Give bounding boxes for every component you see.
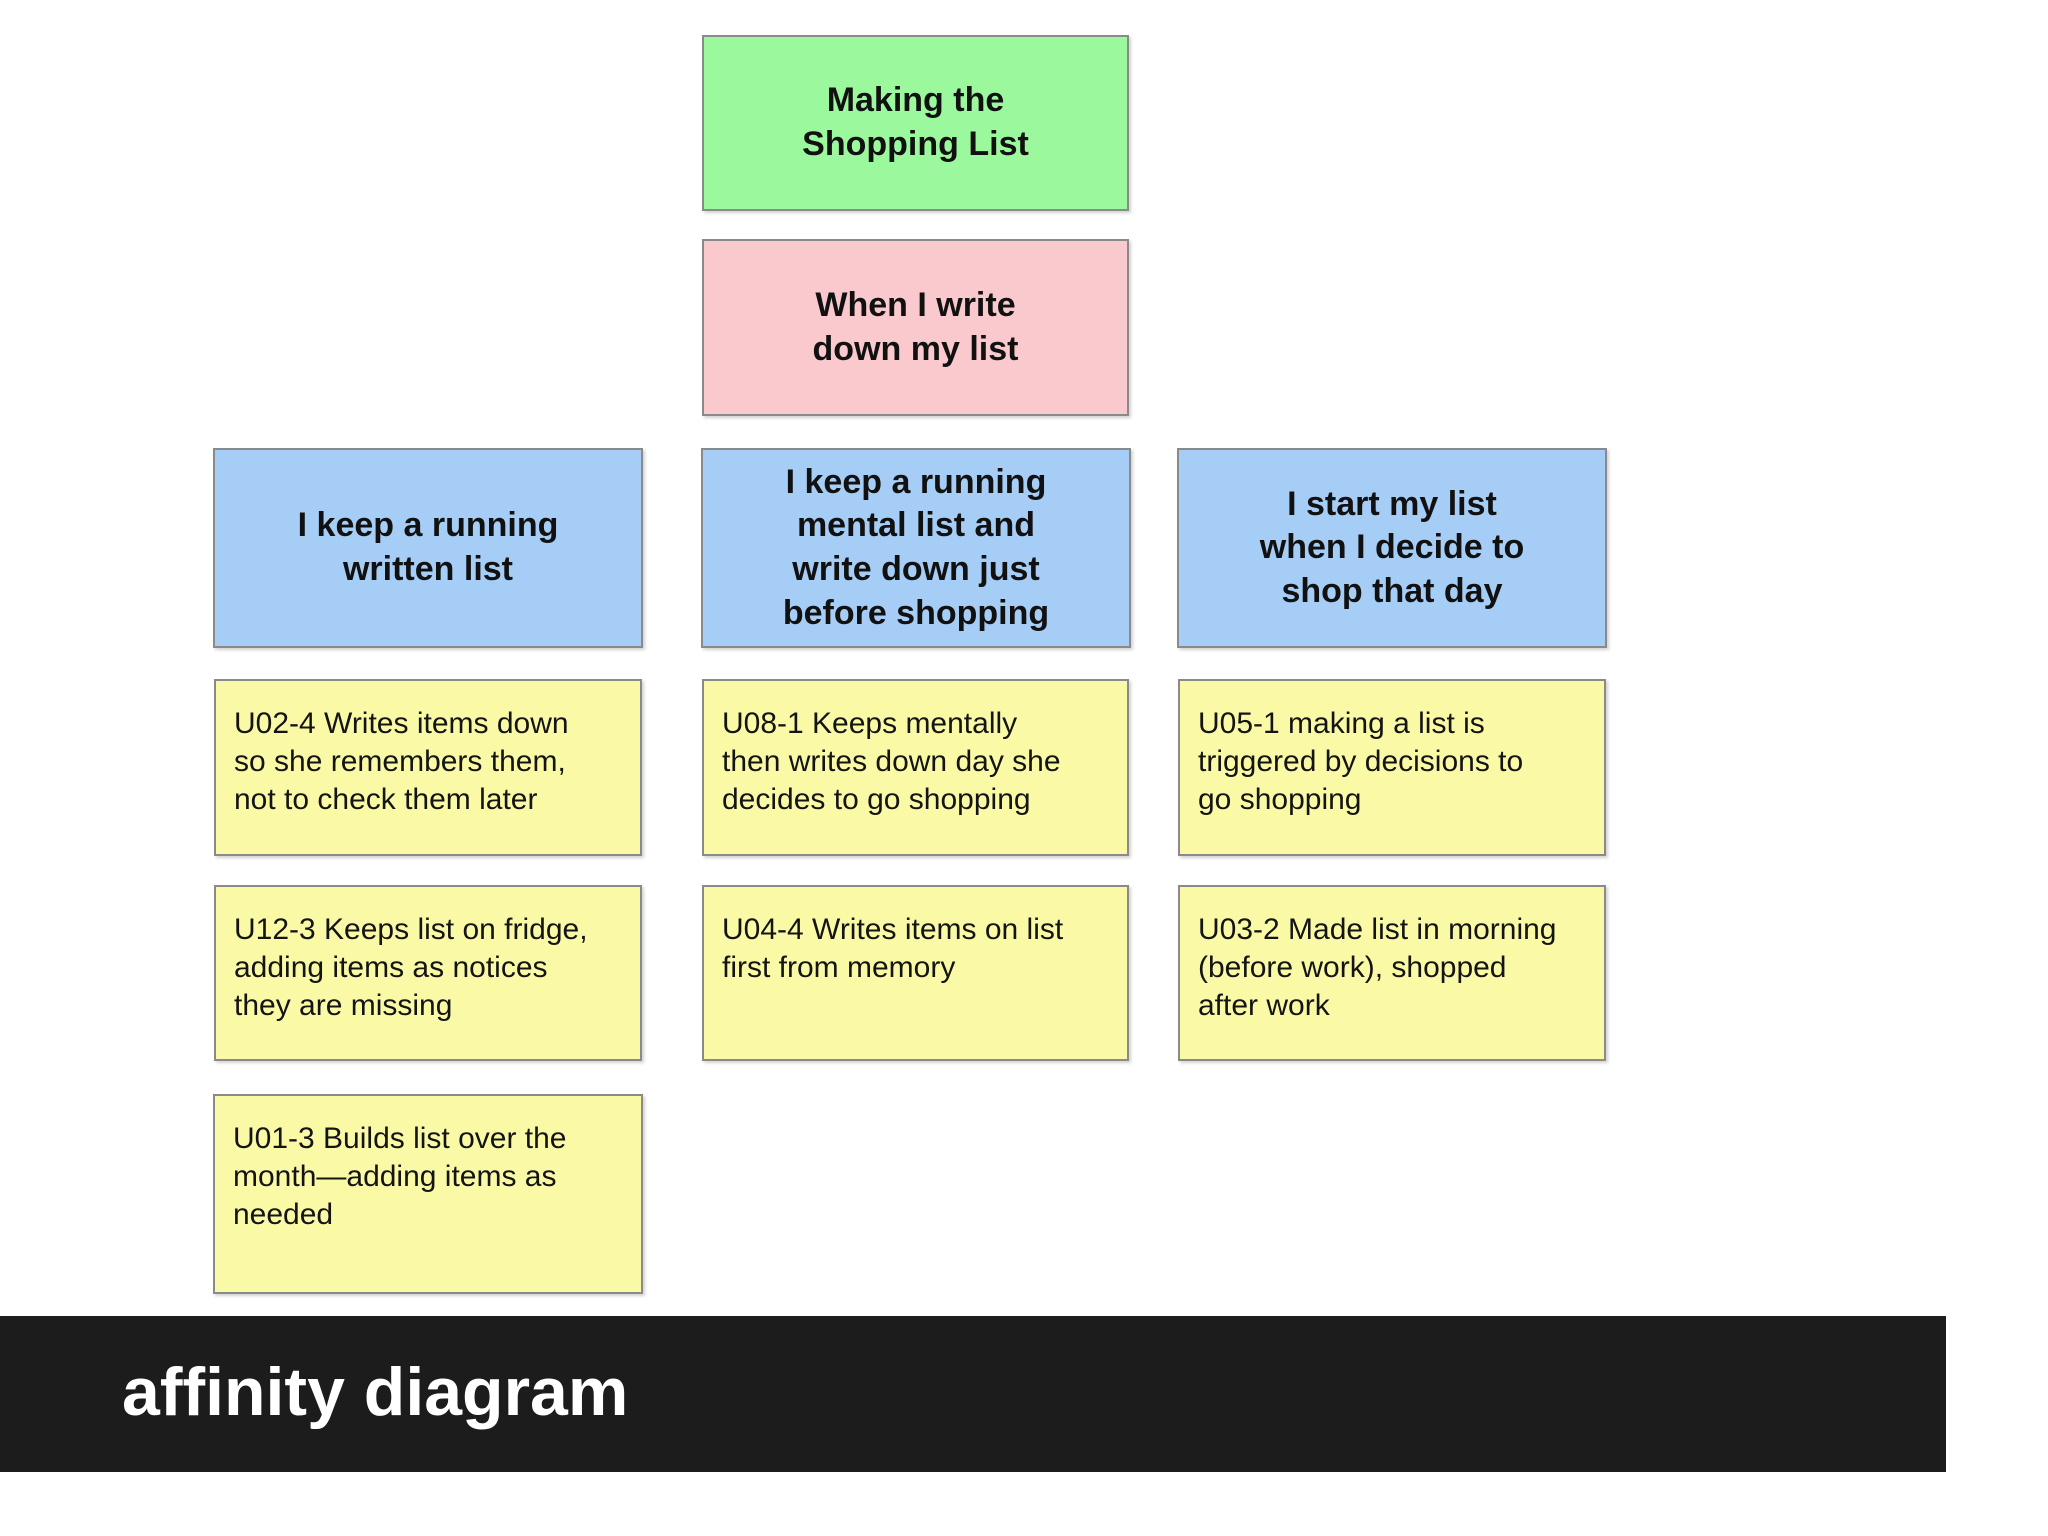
- observation-note: U08-1 Keeps mentally then writes down da…: [702, 679, 1129, 856]
- observation-text: U04-4 Writes items on list first from me…: [722, 913, 1064, 985]
- group-header-note: I start my list when I decide to shop th…: [1177, 448, 1607, 648]
- observation-text: U08-1 Keeps mentally then writes down da…: [722, 707, 1061, 817]
- observation-note: U03-2 Made list in morning (before work)…: [1178, 885, 1606, 1061]
- subtheme-note-text: When I write down my list: [812, 285, 1019, 368]
- group-header-text: I keep a running written list: [297, 506, 559, 588]
- caption-title: affinity diagram: [122, 1354, 629, 1430]
- observation-note: U12-3 Keeps list on fridge, adding items…: [214, 885, 642, 1061]
- group-header-text: I start my list when I decide to shop th…: [1259, 484, 1525, 610]
- observation-text: U12-3 Keeps list on fridge, adding items…: [234, 913, 588, 1023]
- theme-note: Making the Shopping List: [702, 35, 1129, 211]
- observation-note: U02-4 Writes items down so she remembers…: [214, 679, 642, 856]
- observation-text: U03-2 Made list in morning (before work)…: [1198, 913, 1557, 1023]
- group-header-note: I keep a running written list: [213, 448, 643, 648]
- observation-note: U01-3 Builds list over the month—adding …: [213, 1094, 643, 1294]
- theme-note-text: Making the Shopping List: [802, 81, 1029, 163]
- caption-bar: affinity diagram: [0, 1316, 1946, 1472]
- observation-text: U05-1 making a list is triggered by deci…: [1198, 707, 1524, 817]
- group-header-note: I keep a running mental list and write d…: [701, 448, 1131, 648]
- observation-note: U04-4 Writes items on list first from me…: [702, 885, 1129, 1061]
- subtheme-note: When I write down my list: [702, 239, 1129, 416]
- observation-text: U02-4 Writes items down so she remembers…: [234, 707, 569, 817]
- observation-text: U01-3 Builds list over the month—adding …: [233, 1122, 567, 1232]
- group-header-text: I keep a running mental list and write d…: [782, 462, 1050, 632]
- observation-note: U05-1 making a list is triggered by deci…: [1178, 679, 1606, 856]
